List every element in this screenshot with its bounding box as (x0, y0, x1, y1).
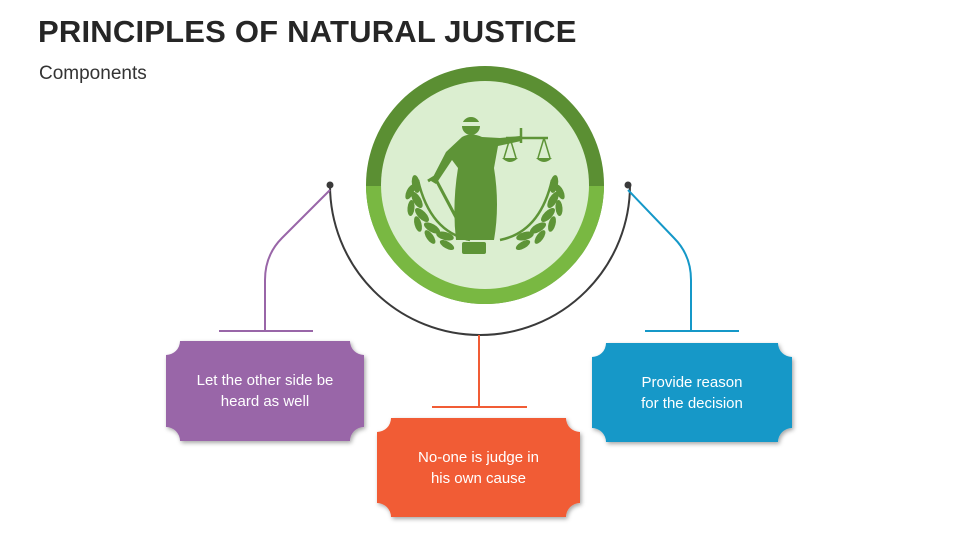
lady-justice-icon (405, 117, 565, 254)
connectors (219, 181, 739, 408)
box-right-shape (592, 343, 792, 442)
connector-left (264, 189, 331, 330)
box-right-text: Provide reason for the decision (641, 373, 743, 412)
connector-right (627, 189, 692, 330)
page-title: PRINCIPLES OF NATURAL JUSTICE (38, 14, 577, 49)
box-left-text: Let the other side be heard as well (196, 372, 334, 410)
arc-left-dot (326, 181, 334, 189)
box-left-shape (166, 341, 364, 441)
arc-right-dot (624, 181, 632, 189)
box-bottom-shape (377, 418, 580, 517)
page-subtitle: Components (39, 63, 147, 84)
center-arc (329, 184, 631, 336)
justice-emblem (366, 66, 604, 304)
box-bottom-text: No-one is judge in his own cause (418, 448, 539, 487)
